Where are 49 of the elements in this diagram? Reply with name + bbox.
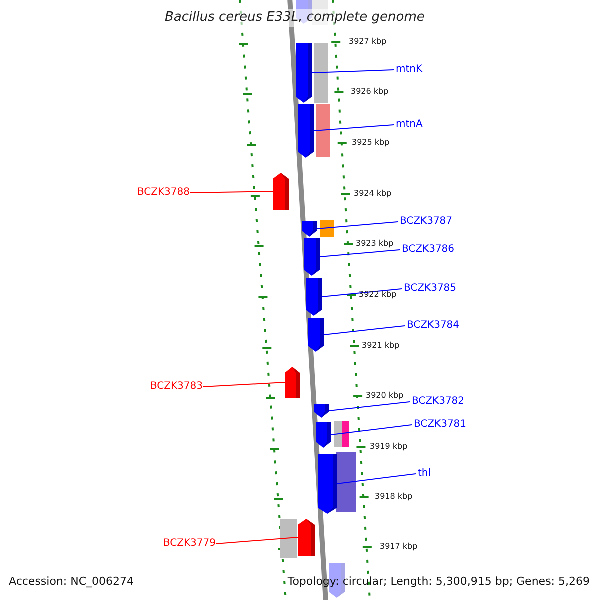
position-label: 3925 kbp bbox=[352, 138, 390, 148]
gene-feature bbox=[302, 221, 317, 237]
gene-label: mtnA bbox=[396, 118, 426, 132]
leader-line bbox=[316, 222, 398, 230]
accession-text: Accession: NC_006274 bbox=[9, 575, 134, 589]
gene-feature bbox=[316, 422, 331, 448]
gene-label: BCZK3779 bbox=[161, 537, 216, 551]
gene-feature bbox=[298, 104, 314, 158]
position-label: 3921 kbp bbox=[362, 341, 400, 351]
position-label: 3927 kbp bbox=[349, 37, 387, 47]
gene-label: BCZK3781 bbox=[414, 418, 468, 432]
gene-label: BCZK3783 bbox=[148, 380, 203, 394]
leader-line bbox=[322, 288, 402, 298]
position-label: 3918 kbp bbox=[375, 492, 413, 502]
gene-feature bbox=[308, 318, 324, 352]
position-label: 3917 kbp bbox=[380, 542, 418, 552]
gene-label: BCZK3782 bbox=[412, 395, 466, 409]
position-label: 3926 kbp bbox=[351, 87, 389, 97]
leader-line bbox=[336, 474, 416, 484]
position-label: 3919 kbp bbox=[370, 442, 408, 452]
leader-line bbox=[320, 250, 400, 258]
gene-label: thl bbox=[418, 467, 434, 481]
gene-feature bbox=[306, 278, 322, 316]
gene-label: mtnK bbox=[396, 63, 426, 77]
leader-line bbox=[190, 191, 274, 194]
position-label: 3922 kbp bbox=[359, 290, 397, 300]
gene-label: BCZK3785 bbox=[404, 282, 458, 296]
leader-line bbox=[216, 537, 298, 544]
leader-line bbox=[324, 326, 406, 336]
leader-line bbox=[202, 382, 286, 388]
gene-label: BCZK3788 bbox=[136, 186, 190, 200]
gene-feature bbox=[273, 173, 289, 210]
gene-label: BCZK3784 bbox=[407, 319, 461, 333]
gene-feature bbox=[285, 367, 300, 398]
leader-line bbox=[312, 70, 394, 74]
position-label: 3924 kbp bbox=[354, 189, 392, 199]
gene-feature bbox=[298, 519, 315, 556]
leader-line bbox=[330, 424, 412, 436]
gene-label: BCZK3786 bbox=[402, 243, 456, 257]
leader-line bbox=[328, 402, 410, 412]
position-label: 3920 kbp bbox=[366, 391, 404, 401]
position-label: 3923 kbp bbox=[356, 239, 394, 249]
gene-label: BCZK3787 bbox=[400, 215, 454, 229]
map-title: Bacillus cereus E33L, complete genome bbox=[165, 9, 425, 27]
leader-line bbox=[314, 124, 394, 132]
gene-feature bbox=[314, 404, 329, 418]
gene-feature bbox=[318, 454, 337, 514]
genome-summary-text: Topology: circular; Length: 5,300,915 bp; Genes: 5,269 bbox=[288, 575, 590, 589]
gene-feature bbox=[296, 43, 312, 103]
